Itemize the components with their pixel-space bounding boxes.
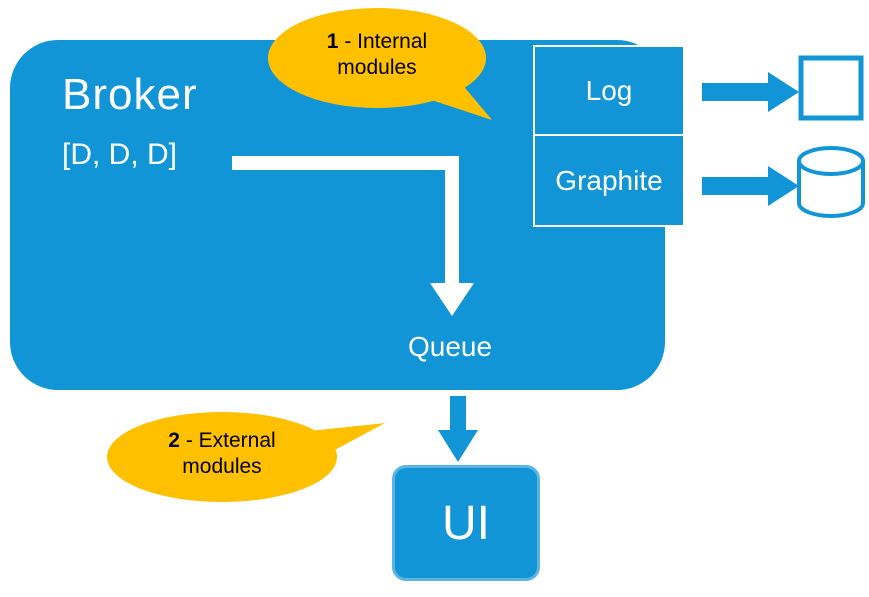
database-icon (797, 146, 865, 218)
broker-to-queue-arrow (232, 156, 474, 316)
callout-1-text: 1 - Internal modules (292, 29, 462, 82)
queue-label: Queue (408, 331, 493, 362)
callout-1-number: 1 (326, 30, 339, 53)
callout-1-bubble (268, 8, 492, 120)
callout-2-number: 2 (168, 429, 180, 452)
log-square-icon (798, 55, 864, 121)
broker-subtitle: [D, D, D] (62, 138, 178, 171)
graphite-arrow (702, 166, 799, 206)
queue-to-ui-arrow (438, 396, 478, 462)
internal-modules-table: Log Graphite (533, 45, 685, 227)
callout-2-label: - External modules (179, 429, 276, 479)
module-cell-graphite: Graphite (533, 136, 685, 227)
log-arrow (702, 72, 799, 112)
ui-label: UI (442, 496, 490, 550)
callout-2-bubble (107, 412, 385, 502)
module-log-label: Log (585, 74, 633, 106)
ui-box: UI (392, 465, 540, 581)
callout-1-label: - Internal modules (337, 30, 428, 80)
module-cell-log: Log (533, 45, 685, 136)
broker-title: Broker (62, 70, 198, 119)
callout-2-text: 2 - External modules (132, 428, 312, 481)
module-graphite-label: Graphite (555, 164, 663, 196)
